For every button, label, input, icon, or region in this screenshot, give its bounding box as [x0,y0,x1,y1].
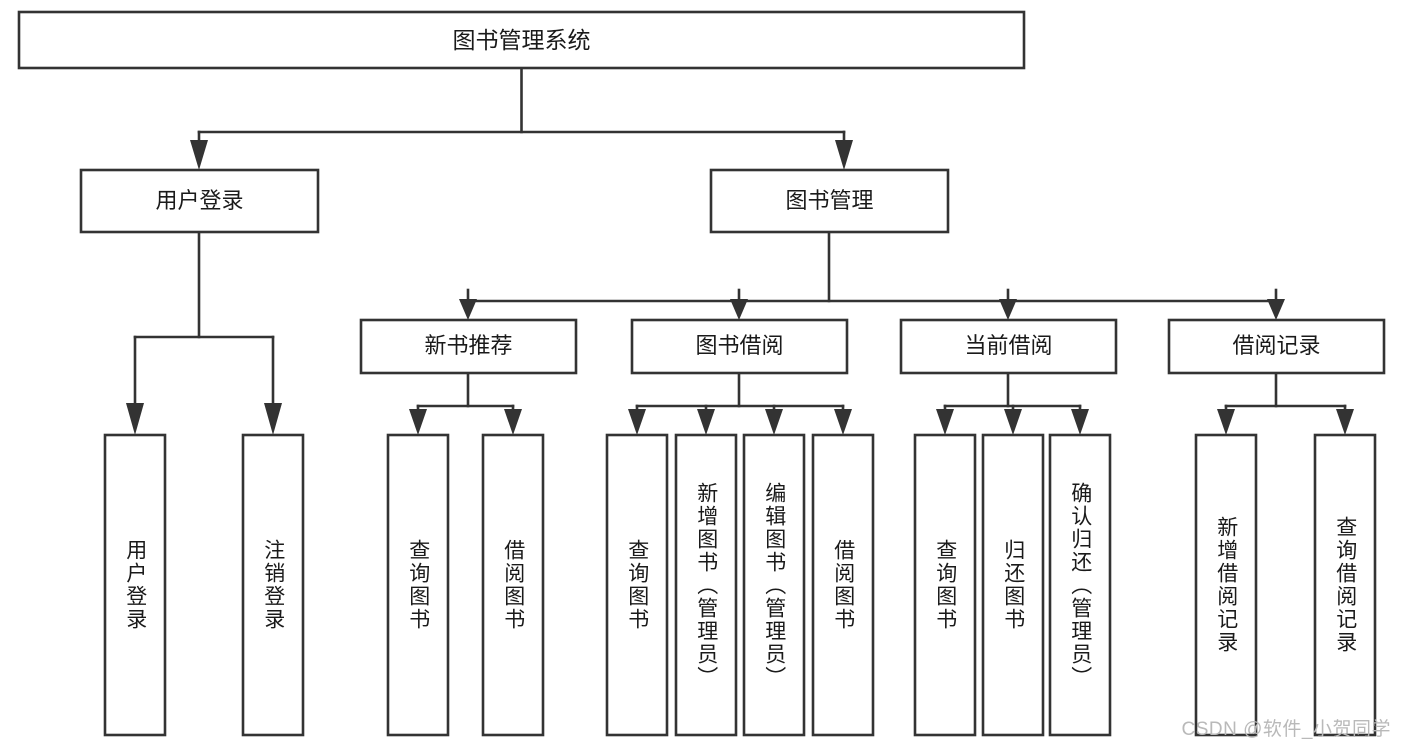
node-current-borrow[interactable]: 当前借阅 [899,318,1118,375]
arrow-icon-leaf-query-book-2 [628,409,646,435]
arrow-icon-leaf-return-book [1004,409,1022,435]
node-user-login-box[interactable] [79,168,320,234]
node-borrow-record[interactable]: 借阅记录 [1167,318,1386,375]
arrow-icon-book-borrow [730,299,748,320]
node-new-book-recommend[interactable]: 新书推荐 [359,318,578,375]
node-borrow-record-box[interactable] [1167,318,1386,375]
node-root-box[interactable] [17,10,1026,70]
node-leaf-borrow-book-2-box[interactable] [811,433,875,737]
arrow-icon-leaf-add-record [1217,409,1235,435]
node-leaf-query-book-3-box[interactable] [913,433,977,737]
arrow-icon-leaf-edit-book [765,409,783,435]
watermark-text: CSDN @软件_小贺同学 [1181,719,1391,740]
arrow-icon-leaf-query-book-1 [409,409,427,435]
node-leaf-query-record-box[interactable] [1313,433,1377,737]
node-leaf-add-book-box[interactable] [674,433,738,737]
node-leaf-query-book-2-box[interactable] [605,433,669,737]
node-leaf-add-record-box[interactable] [1194,433,1258,737]
node-leaf-user-login-box[interactable] [103,433,167,737]
node-book-borrow[interactable]: 图书借阅 [630,318,849,375]
node-user-login[interactable]: 用户登录 [79,168,320,234]
node-current-borrow-box[interactable] [899,318,1118,375]
node-leaf-edit-book-box[interactable] [742,433,806,737]
node-book-borrow-label: 图书借阅 [695,333,783,358]
arrow-icon-current-borrow [999,299,1017,320]
node-book-management[interactable]: 图书管理 [709,168,950,234]
connectors-layer [126,66,1354,435]
arrow-icon-leaf-add-book [697,409,715,435]
arrow-icon-user-login [190,140,208,170]
node-new-book-recommend-box[interactable] [359,318,578,375]
node-current-borrow-label: 当前借阅 [964,333,1052,358]
arrow-icon-new-book-recommend [459,299,477,320]
node-book-management-box[interactable] [709,168,950,234]
node-book-management-label: 图书管理 [785,188,873,213]
node-book-borrow-box[interactable] [630,318,849,375]
node-leaf-query-book-1-box[interactable] [386,433,450,737]
node-leaf-return-book-box[interactable] [981,433,1045,737]
leaf-boxes-layer [103,433,1377,737]
node-root-label: 图书管理系统 [453,27,591,53]
node-borrow-record-label: 借阅记录 [1232,333,1320,358]
arrow-icon-borrow-record [1267,299,1285,320]
node-root[interactable]: 图书管理系统 [17,10,1026,70]
arrow-icon-book-management [835,140,853,170]
node-leaf-confirm-return-box[interactable] [1048,433,1112,737]
arrow-icon-leaf-borrow-book-1 [504,409,522,435]
arrow-icon-leaf-borrow-book-2 [834,409,852,435]
arrow-icon-leaf-query-record [1336,409,1354,435]
node-leaf-borrow-book-1-box[interactable] [481,433,545,737]
arrow-icon-leaf-query-book-3 [936,409,954,435]
arrow-icon-leaf-user-login [126,403,144,435]
arrow-icon-leaf-confirm-return [1071,409,1089,435]
node-user-login-label: 用户登录 [155,188,243,213]
node-new-book-recommend-label: 新书推荐 [424,333,512,358]
arrow-icon-leaf-user-logout [264,403,282,435]
node-leaf-user-logout-box[interactable] [241,433,305,737]
